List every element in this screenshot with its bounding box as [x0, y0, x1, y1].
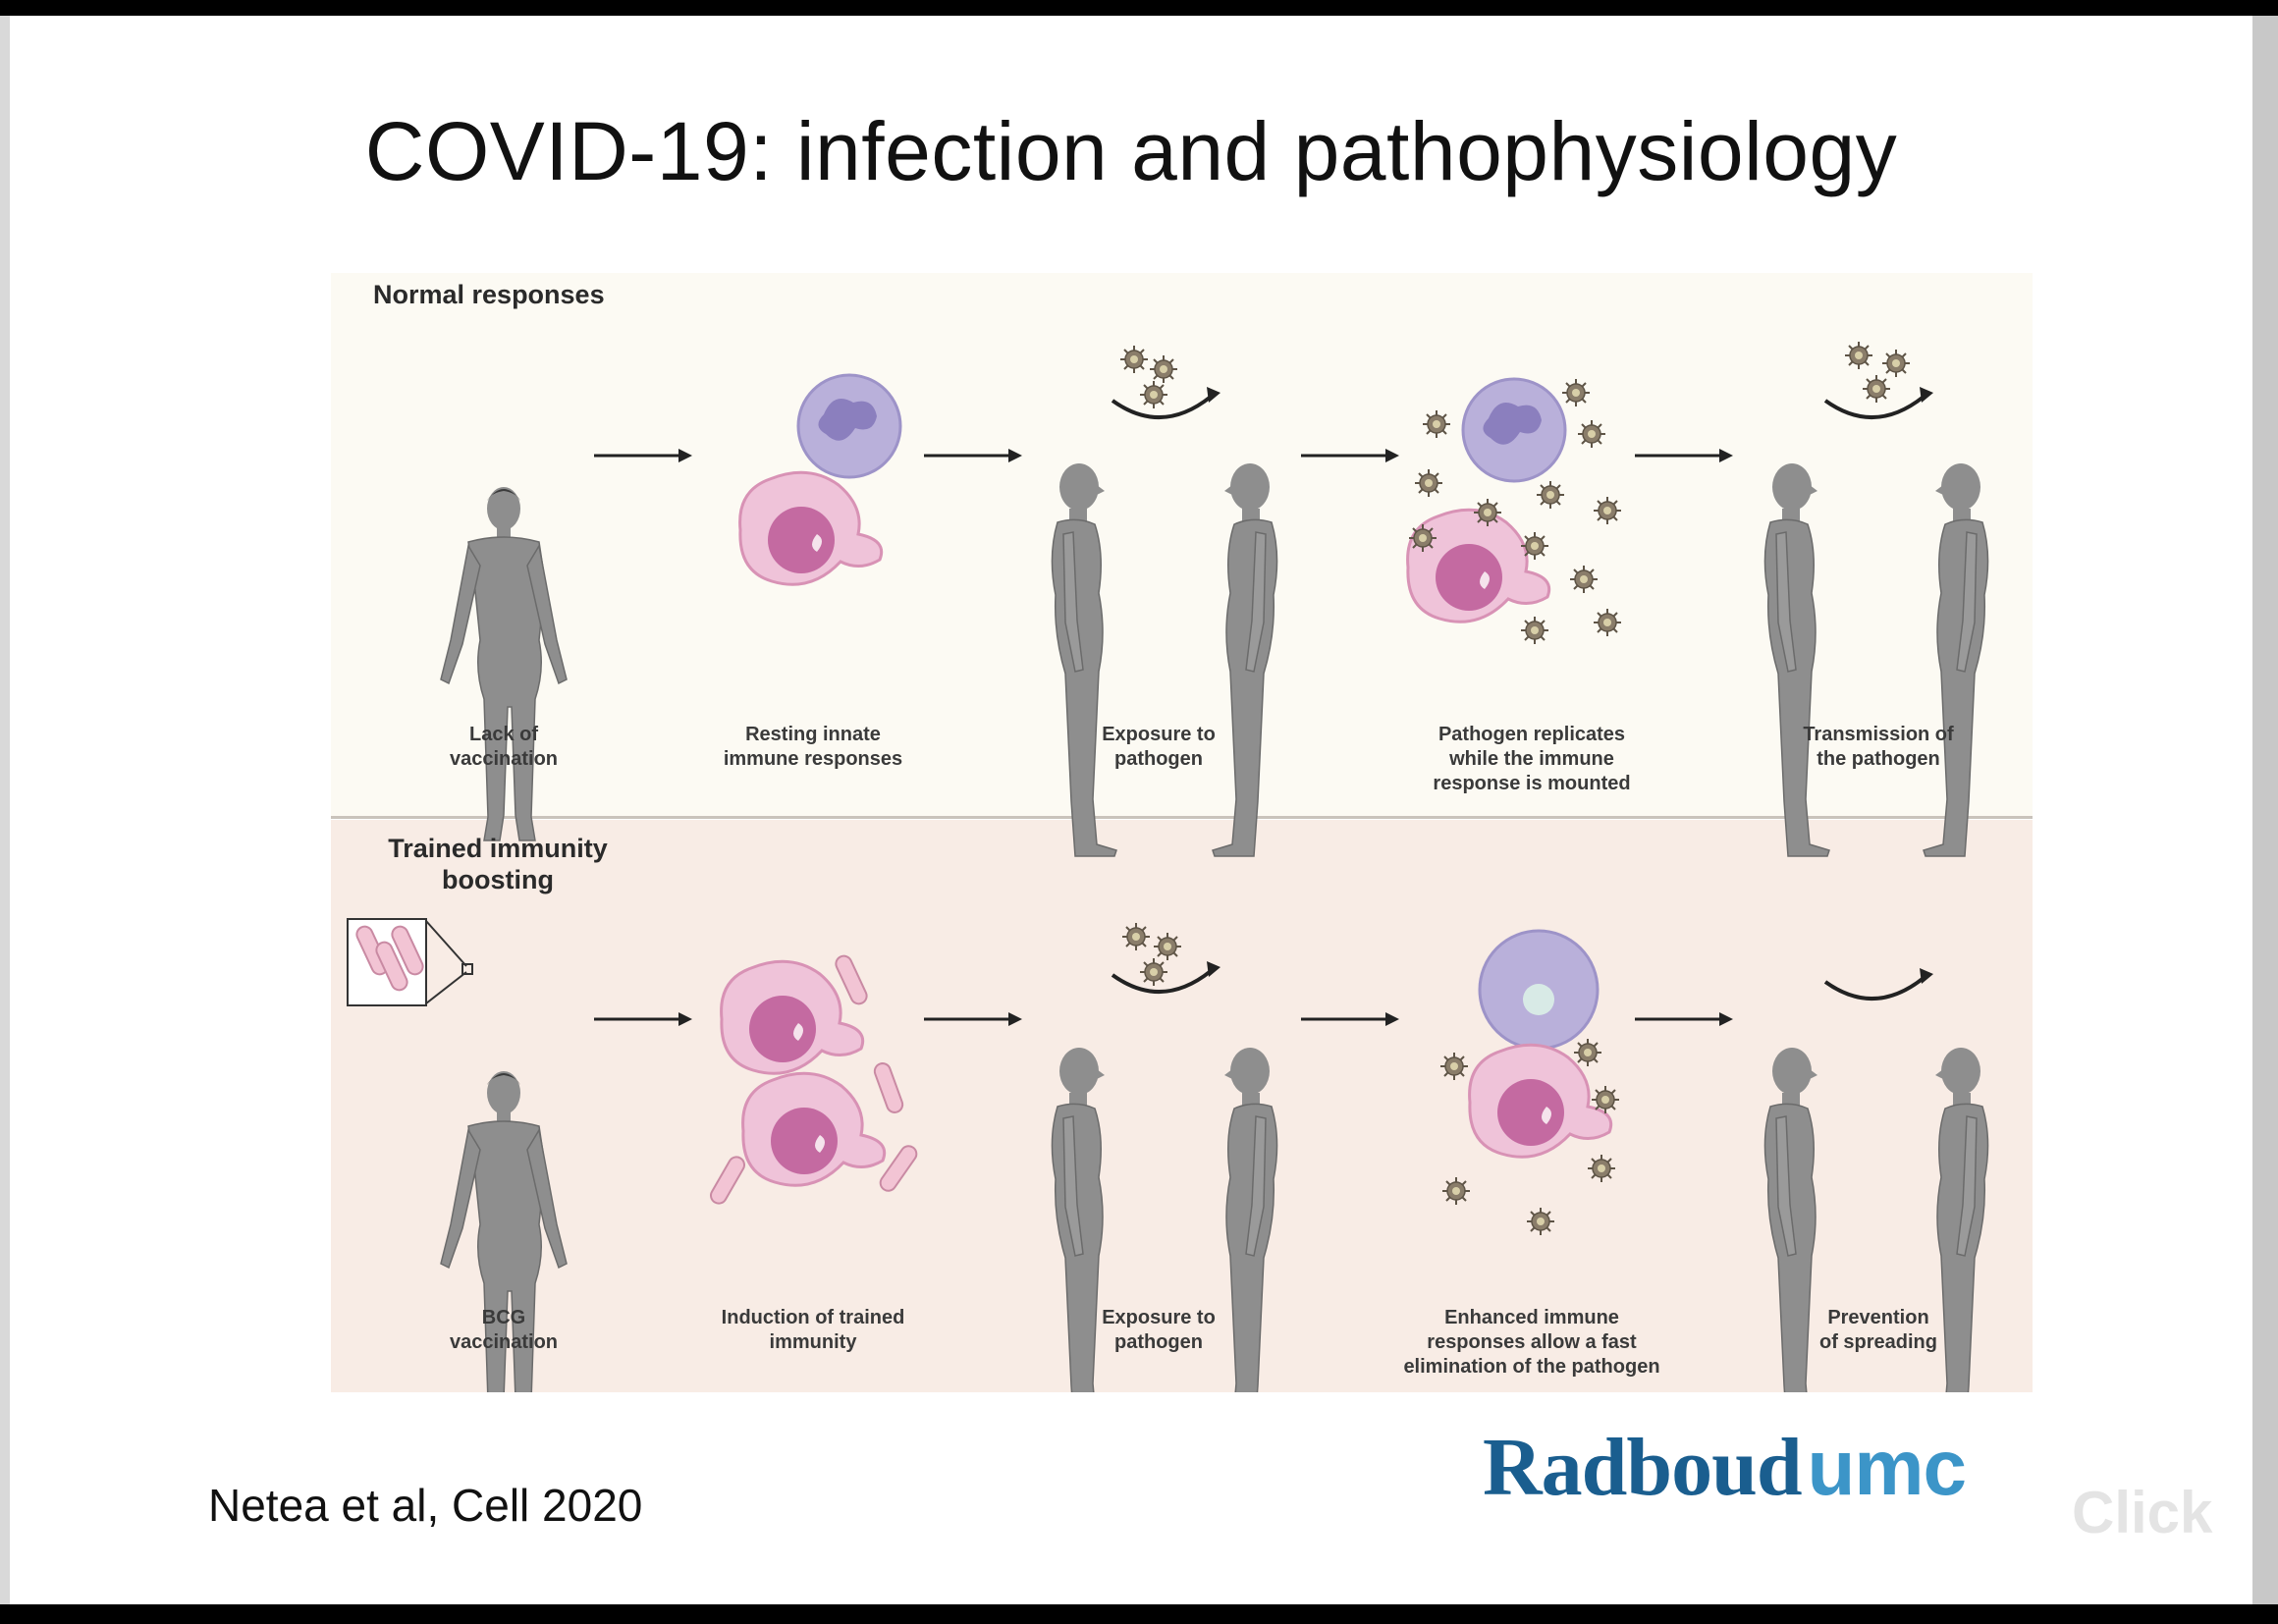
arrow-icon: [1299, 1010, 1401, 1028]
normal-responses-heading: Normal responses: [373, 280, 605, 309]
caption-prevention: Prevention of spreading: [1818, 1307, 1937, 1353]
caption-lack-of-vaccination: Lack of vaccination: [449, 724, 559, 770]
arrow-icon: [922, 1010, 1024, 1028]
transmitting-person: [1763, 462, 1830, 857]
slide: COVID-19: infection and pathophysiology: [0, 16, 2252, 1604]
curved-arrow-icon: [1111, 385, 1222, 420]
trained-immunity-panel: [331, 820, 2033, 1392]
virus-icon: [1153, 932, 1182, 961]
virus-icon: [1881, 349, 1911, 378]
caption-exposure: Exposure to pathogen: [1102, 1307, 1216, 1353]
virus-icon: [1561, 378, 1591, 407]
virus-icon: [1439, 1052, 1469, 1081]
top-row-illustrations: [440, 341, 1989, 857]
virus-icon: [1139, 380, 1168, 409]
exposed-person: [1212, 462, 1278, 857]
side-strip: [2252, 16, 2278, 1604]
virus-icon: [1139, 957, 1168, 987]
infected-person: [1051, 462, 1117, 857]
slide-title: COVID-19: infection and pathophysiology: [364, 105, 1898, 197]
caption-enhanced-immune: Enhanced immune responses allow a fast e…: [1403, 1307, 1660, 1378]
caption-resting-innate: Resting innate immune responses: [723, 724, 903, 770]
logo-part-radboud: Radboud: [1483, 1422, 1803, 1513]
caption-induction-trained-immunity: Induction of trained immunity: [721, 1307, 905, 1353]
caption-transmission: Transmission of the pathogen: [1803, 724, 1954, 770]
neutrophil-cell: [796, 373, 902, 479]
caption-exposure: Exposure to pathogen: [1102, 724, 1216, 770]
virus-icon: [1526, 1207, 1555, 1236]
macrophage-cell: [738, 470, 884, 586]
virus-icon: [1408, 523, 1437, 553]
virus-icon: [1422, 409, 1451, 439]
arrow-icon: [1633, 1010, 1735, 1028]
arrow-icon: [922, 447, 1024, 464]
virus-icon: [1587, 1154, 1616, 1183]
virus-icon: [1473, 498, 1502, 527]
caption-pathogen-replicates: Pathogen replicates while the immune res…: [1433, 724, 1631, 794]
logo-part-umc: umc: [1807, 1424, 1967, 1511]
virus-icon: [1593, 608, 1622, 637]
curved-arrow-icon: [1111, 959, 1222, 995]
neutrophil-cell: [1461, 377, 1567, 483]
virus-icon: [1862, 374, 1891, 404]
virus-icon: [1591, 1085, 1620, 1114]
bcg-bacterium: [871, 1059, 906, 1116]
watermark: Click: [2072, 1480, 2213, 1545]
virus-icon: [1441, 1176, 1471, 1206]
virus-icon: [1536, 480, 1565, 510]
virus-icon: [1119, 345, 1149, 374]
bcg-bacterium: [707, 1153, 748, 1208]
virus-icon: [1577, 419, 1606, 449]
curved-arrow-icon: [1823, 966, 1935, 1001]
virus-icon: [1520, 616, 1549, 645]
trained-macrophage: [741, 1071, 887, 1187]
virus-icon: [1593, 496, 1622, 525]
panel-divider: [331, 816, 2033, 819]
radboudumc-logo: Radboudumc: [1483, 1420, 1967, 1515]
bottom-row-illustrations: [347, 918, 1989, 1392]
virus-icon: [1121, 922, 1151, 951]
macrophage-cell: [1406, 508, 1551, 623]
figure-illustrations: [347, 341, 1989, 1392]
arrow-icon: [592, 447, 694, 464]
virus-icon: [1149, 354, 1178, 384]
citation: Netea et al, Cell 2020: [208, 1480, 643, 1531]
caption-bcg-vaccination: BCG vaccination: [449, 1307, 559, 1353]
arrow-icon: [1299, 447, 1401, 464]
normal-responses-panel: [331, 273, 2033, 818]
trained-immunity-heading: Trained immunity boosting: [388, 834, 608, 894]
virus-icon: [1414, 468, 1443, 498]
unvaccinated-person: [440, 486, 568, 841]
virus-icon: [1520, 531, 1549, 561]
arrow-icon: [1633, 447, 1735, 464]
virus-icon: [1844, 341, 1873, 370]
virus-icon: [1569, 565, 1599, 594]
figure: Normal responses Trained immunity boosti…: [331, 273, 2033, 1392]
arrow-icon: [592, 1010, 694, 1028]
virus-icon: [1573, 1038, 1602, 1067]
receiving-person: [1923, 462, 1989, 857]
